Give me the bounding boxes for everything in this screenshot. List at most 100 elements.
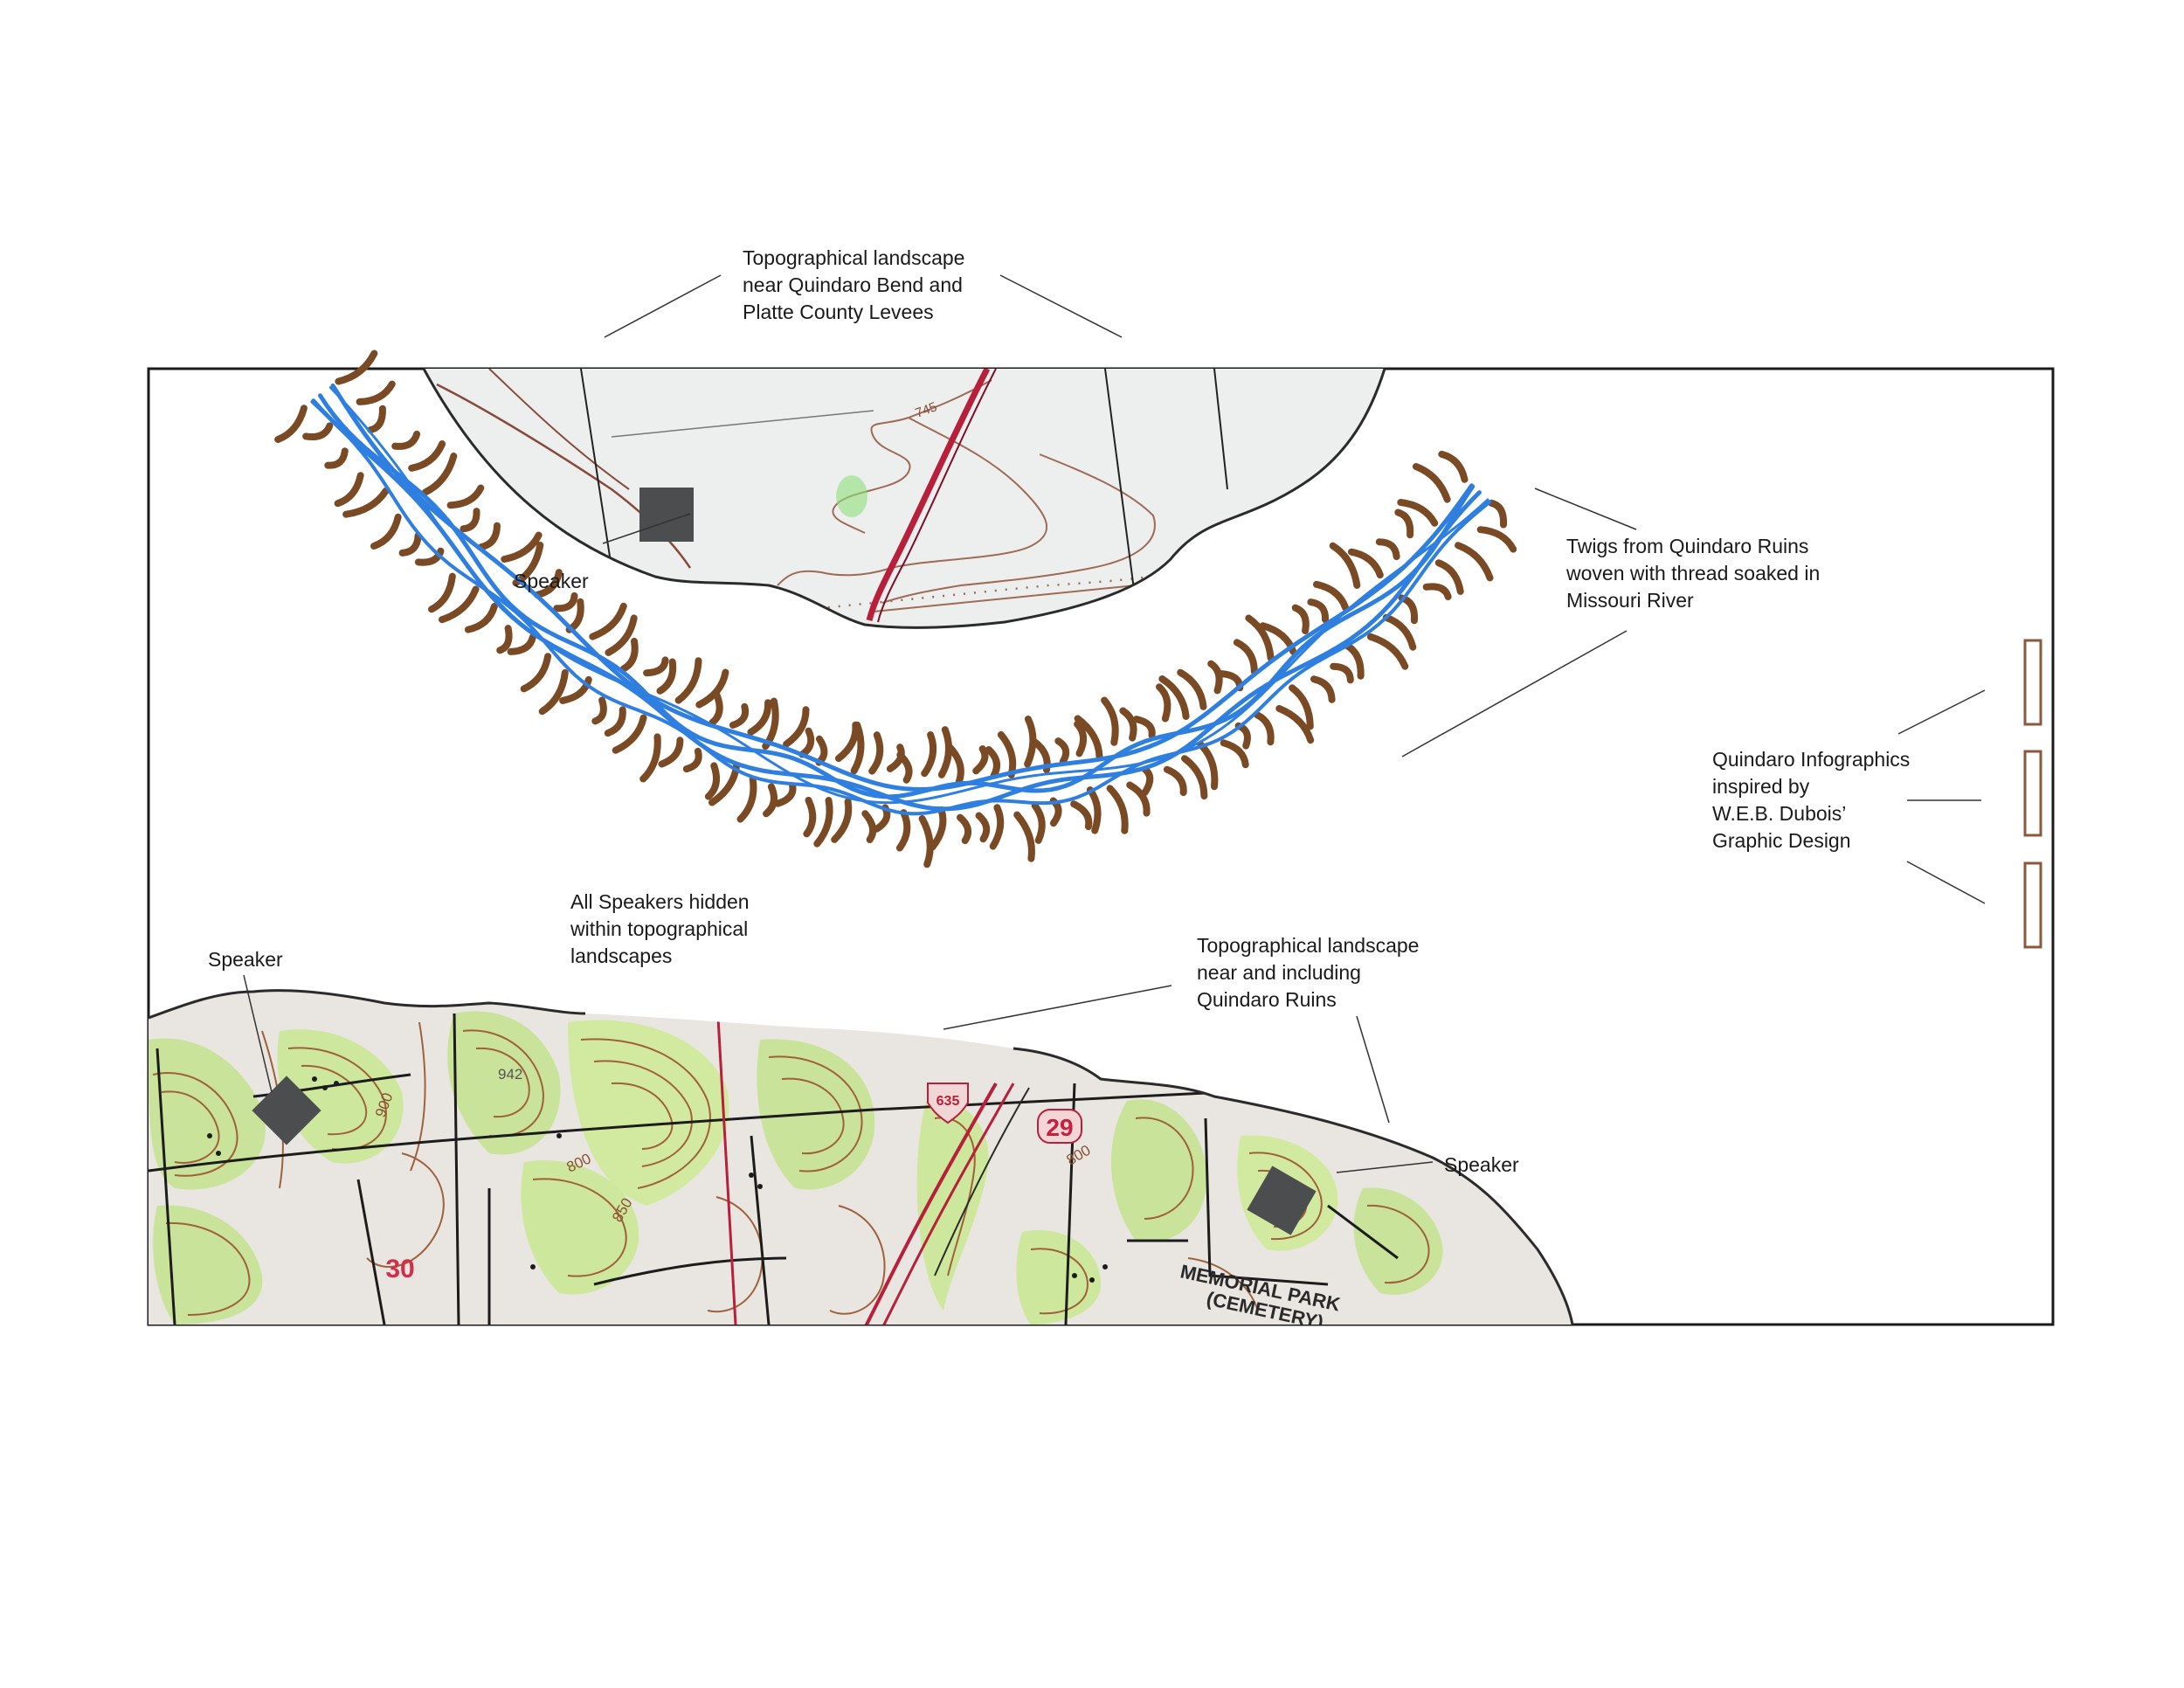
twig-stroke [619,638,639,673]
twig-stroke [408,440,446,472]
twig-stroke [1313,580,1350,612]
twig-stroke [439,585,480,624]
twig-stroke [798,727,815,758]
twig-stroke [643,656,669,677]
twig-stroke [370,513,402,550]
twig-stroke [1434,559,1464,595]
twig-stroke [591,696,607,725]
label-speaker-right: Speaker [1444,1153,1519,1176]
twig-stroke [1158,675,1190,720]
twig-thread-sculpture [274,349,1517,868]
twig-stroke [1054,737,1070,765]
twig-stroke [1330,662,1354,684]
twig-stroke [1220,739,1249,769]
twig-stroke [774,782,797,807]
twig-stroke [612,714,647,754]
twig-stroke [997,730,1017,778]
twig-stroke [1289,684,1314,730]
twig-stroke [1070,800,1093,831]
twig-stroke [356,380,396,405]
label-infographics-line3: W.E.B. Dubois’ [1712,802,1847,825]
twig-stroke [496,625,513,654]
twig-stroke [783,706,810,748]
twig-stroke [1412,463,1451,503]
thread-strand [328,386,1489,805]
label-speaker-top: Speaker [514,570,589,592]
twig-stroke [656,658,677,695]
twig-stroke [1126,781,1151,817]
twig-stroke [1291,604,1310,634]
twig-stroke [1343,641,1365,680]
twig-stroke [1156,683,1171,723]
label-top-landscape-line1: Topographical landscape [743,246,965,269]
label-infographics: Quindaro Infographics inspired by W.E.B.… [1712,746,1910,854]
twig-stroke [367,405,386,433]
twig-stroke [446,484,485,509]
twig-stroke [957,813,972,845]
infographic-panel-2 [2023,750,2042,837]
twig-stroke [813,797,833,847]
twig-stroke [1218,670,1244,692]
twig-stroke [414,547,445,566]
twig-stroke [695,668,729,709]
twig-stroke [1366,633,1409,670]
twig-stroke [1119,707,1137,742]
twig-stroke [972,745,989,775]
twig-stroke [1141,765,1154,796]
twig-stroke [1307,598,1330,624]
twig-stroke [1245,614,1275,661]
twig-stroke [391,430,421,450]
thread-strand [318,393,1476,799]
label-twigs-line3: Missouri River [1566,589,1694,612]
label-hidden-speakers: All Speakers hidden within topographical… [570,889,750,970]
twig-stroke [1398,594,1419,625]
twig-stroke [334,472,364,508]
twig-stroke [342,487,390,518]
label-top-landscape: Topographical landscape near Quindaro Be… [743,245,964,326]
label-hidden-speakers-line3: landscapes [570,944,673,967]
label-speaker-left: Speaker [208,948,283,971]
twig-stroke [763,783,778,818]
twig-stroke [501,531,543,563]
svg-text:942: 942 [498,1066,522,1083]
twig-stroke [1329,542,1361,589]
twig-stroke [639,733,661,783]
annotation-leader-lines [243,274,1986,1173]
twig-stroke [1177,668,1207,710]
label-top-landscape-line2: near Quindaro Bend and [743,273,963,296]
twig-stroke [1013,811,1035,862]
twig-stroke [708,691,723,726]
twig-stroke [1397,499,1439,527]
twig-stroke [1253,711,1275,746]
twig-stroke [815,735,828,766]
twig-stroke [834,721,860,763]
twig-stroke [747,699,772,736]
twig-stroke [803,796,817,838]
twig-stroke [1310,675,1336,703]
twig-stroke [918,815,934,868]
twig-stroke [1031,802,1046,844]
infographic-panel-3 [2023,861,2042,949]
twig-stroke [460,508,480,533]
twig-stroke [658,737,684,768]
label-infographics-line1: Quindaro Infographics [1712,748,1911,771]
twig-stroke [921,731,937,778]
twig-stroke [507,633,536,655]
twig-stroke [520,653,552,693]
twig-stroke [589,602,627,640]
twig-stroke [1163,765,1187,797]
twig-stroke [428,572,456,613]
label-infographics-line4: Graphic Design [1712,829,1851,852]
twig-stroke [895,809,911,852]
thread-strand [310,399,1492,816]
twig-stroke [831,798,853,843]
twig-stroke [946,744,964,785]
label-hidden-speakers-line2: within topographical [570,917,749,940]
twig-stroke [1101,696,1119,746]
twig-stroke [477,522,501,551]
twig-stroke [302,422,334,440]
twig-stroke [1394,508,1414,539]
speaker-right [1247,1166,1317,1235]
twig-stroke [1234,722,1251,750]
